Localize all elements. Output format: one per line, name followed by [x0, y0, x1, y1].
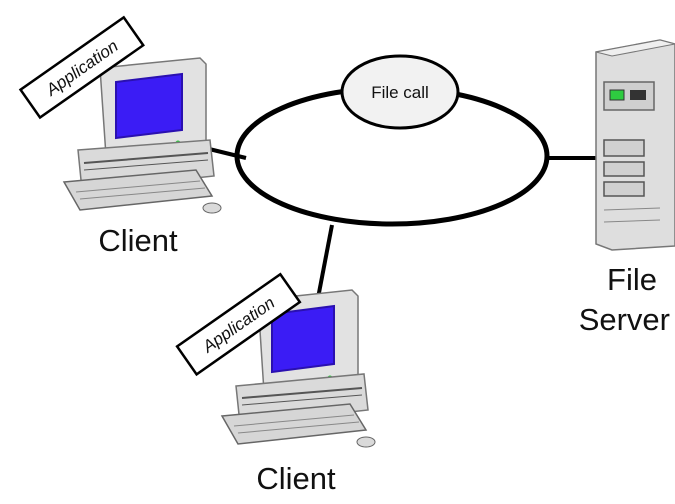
client-caption: Client [98, 223, 178, 258]
server-caption-line2: Server [579, 302, 670, 337]
mouse-icon [202, 202, 222, 214]
screen [271, 304, 335, 374]
keyboard-icon [62, 169, 214, 211]
client-computer-1: Application Client [18, 15, 222, 258]
drive-bay [603, 181, 645, 197]
client-caption: Client [256, 461, 336, 496]
drive-bay [603, 161, 645, 177]
file-call-label: File call [371, 83, 429, 102]
client-computer-2: Application Client [175, 272, 376, 496]
file-server-tower: File Server [579, 39, 675, 337]
drive-bay [603, 139, 645, 157]
mouse-icon [356, 436, 376, 448]
file-call-bubble: File call [340, 54, 460, 130]
server-caption-line1: File [607, 262, 657, 297]
screen [115, 72, 183, 140]
keyboard-icon [220, 403, 368, 445]
client2-link [316, 224, 334, 299]
